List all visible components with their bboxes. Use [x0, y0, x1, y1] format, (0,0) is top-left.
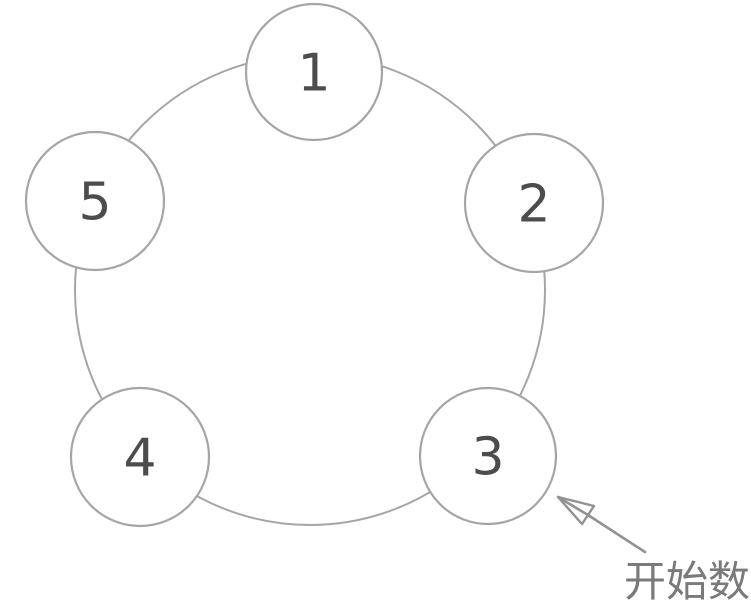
arrow-head-inner-line — [556, 495, 590, 517]
node-label-1: 1 — [297, 44, 330, 104]
node-circle-1 — [244, 2, 384, 142]
annotation-label: 开始数 — [624, 557, 750, 603]
node-label-2: 2 — [517, 175, 550, 235]
node-label-4: 4 — [123, 429, 156, 489]
node-circle-5 — [24, 130, 166, 272]
arrow-shaft — [586, 513, 647, 554]
start-arrow — [556, 495, 647, 554]
node-circle-3 — [418, 386, 558, 526]
node-label-5: 5 — [78, 173, 111, 233]
node-circle-4 — [69, 386, 211, 528]
node-label-3: 3 — [471, 428, 504, 488]
node-group: 1 2 3 4 5 — [24, 2, 605, 528]
node-circle-2 — [463, 132, 605, 274]
